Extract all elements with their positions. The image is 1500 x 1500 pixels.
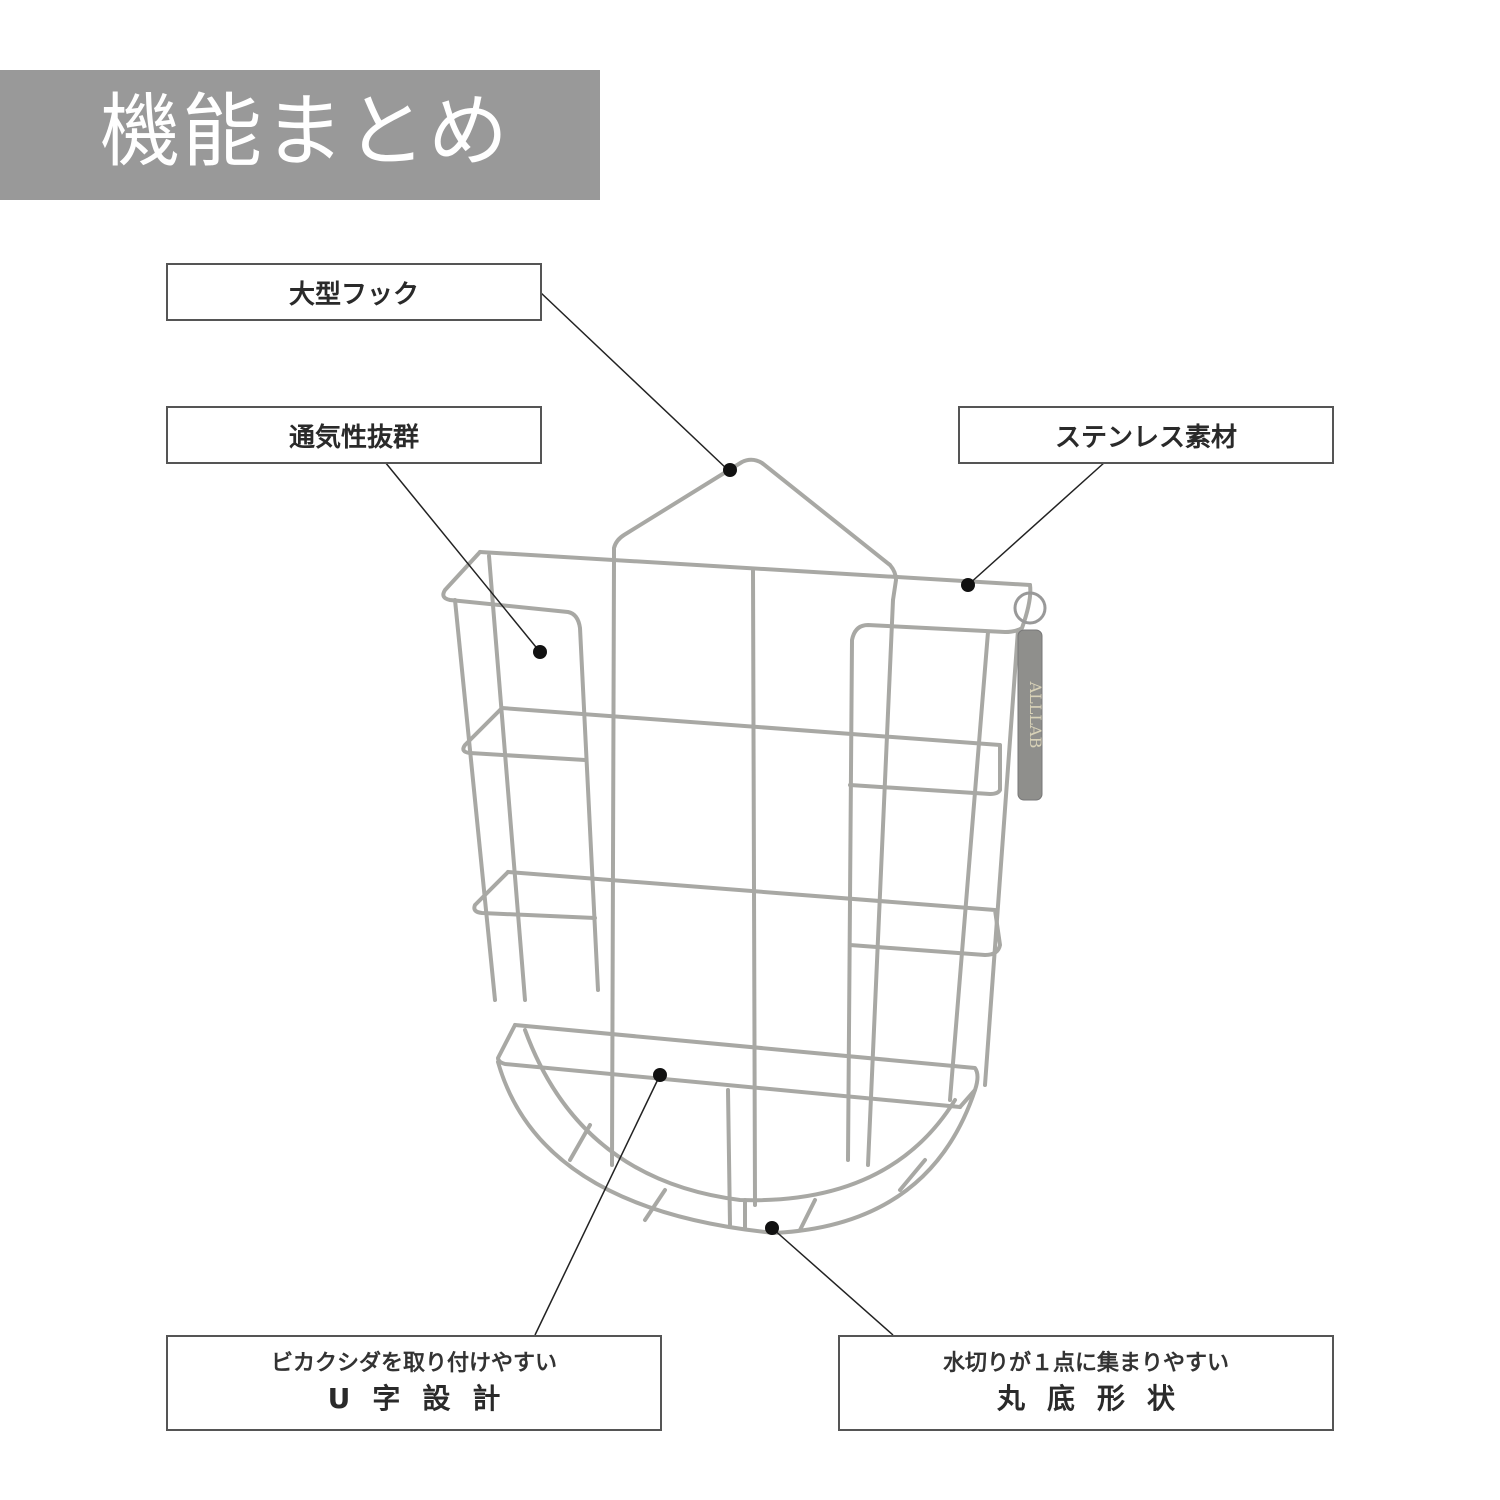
callout-u-shape-sub: ビカクシダを取り付けやすい bbox=[270, 1351, 557, 1376]
callout-ventilation: 通気性抜群 bbox=[166, 406, 542, 464]
svg-text:ALLLAB: ALLLAB bbox=[1026, 681, 1045, 749]
callout-markers bbox=[533, 463, 975, 1235]
page-title: 機能まとめ bbox=[100, 85, 510, 178]
callout-u-shape: ビカクシダを取り付けやすい U字設計 bbox=[166, 1335, 662, 1431]
callout-ventilation-label: 通気性抜群 bbox=[288, 422, 419, 453]
marker-u-shape bbox=[653, 1068, 667, 1082]
callout-stainless-label: ステンレス素材 bbox=[1054, 422, 1237, 453]
callout-round-bottom-sub: 水切りが１点に集まりやすい bbox=[942, 1351, 1229, 1376]
marker-hook bbox=[723, 463, 737, 477]
callout-hook-label: 大型フック bbox=[288, 279, 419, 310]
marker-stainless bbox=[961, 578, 975, 592]
wire-basket bbox=[441, 457, 1033, 1235]
marker-ventilation bbox=[533, 645, 547, 659]
callout-round-bottom-main: 丸底形状 bbox=[996, 1382, 1197, 1415]
brand-tag: ALLLAB bbox=[1013, 591, 1047, 801]
marker-round-bottom bbox=[765, 1221, 779, 1235]
callout-u-shape-main: U字設計 bbox=[327, 1382, 523, 1415]
title-banner bbox=[0, 70, 600, 200]
callout-stainless: ステンレス素材 bbox=[958, 406, 1334, 464]
callout-round-bottom: 水切りが１点に集まりやすい 丸底形状 bbox=[838, 1335, 1334, 1431]
callout-hook: 大型フック bbox=[166, 263, 542, 321]
